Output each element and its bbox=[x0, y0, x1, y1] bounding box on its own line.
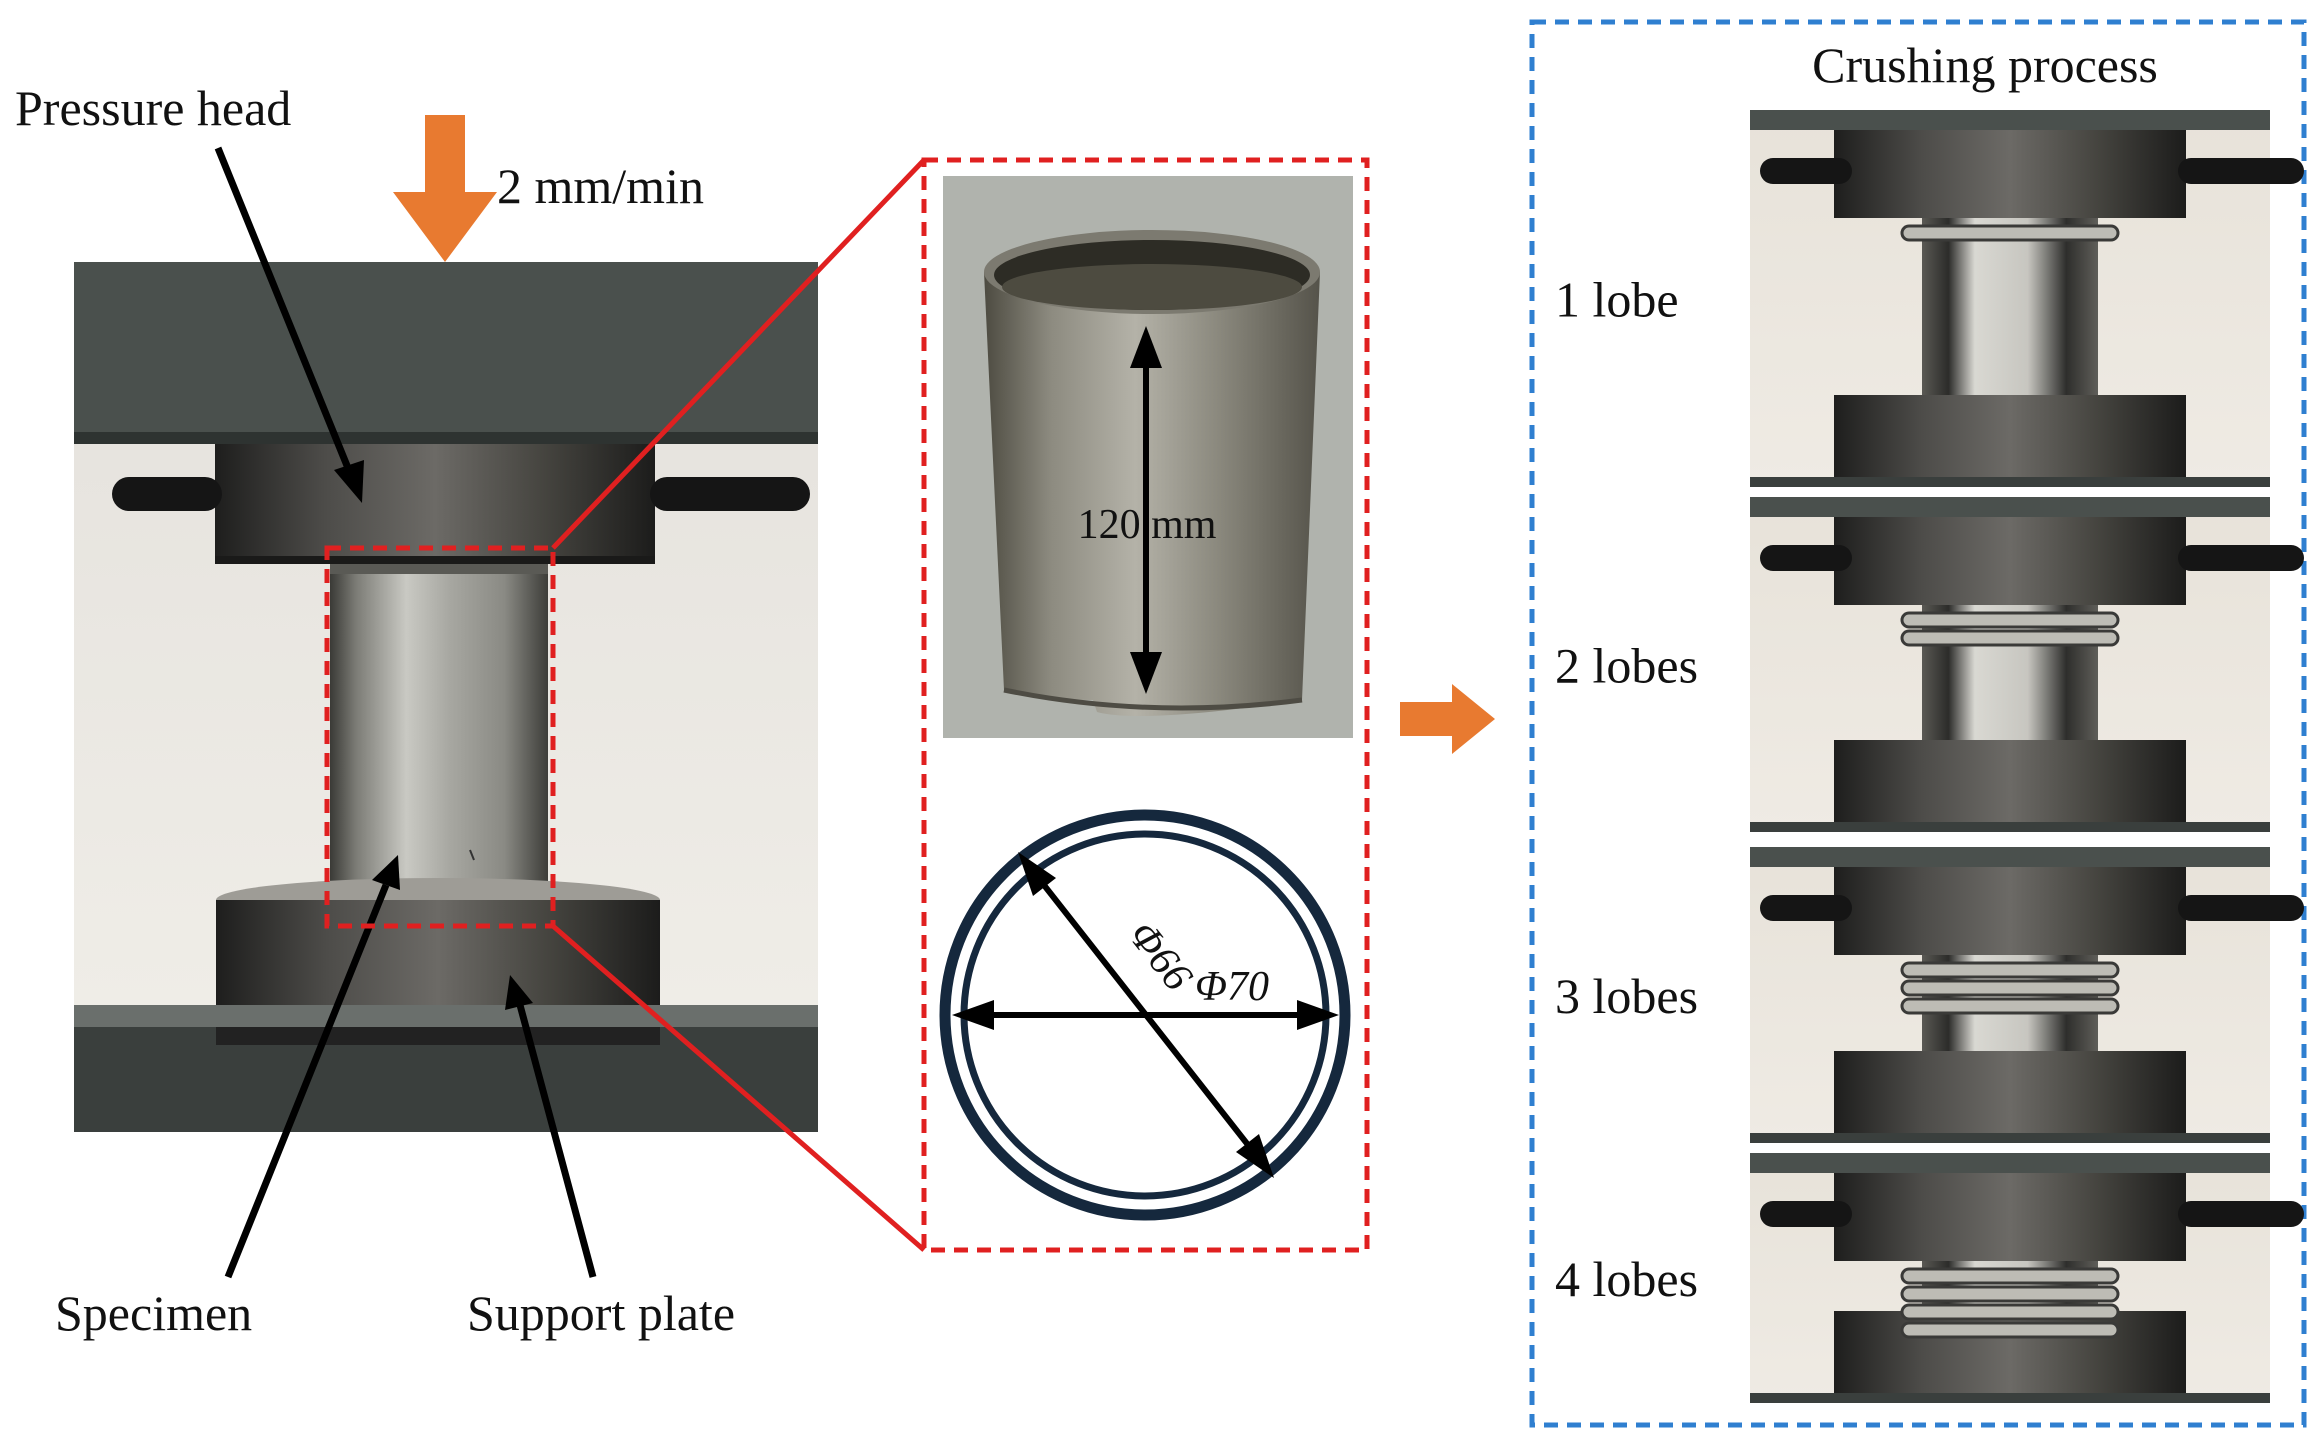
stage-pressure-head bbox=[1834, 517, 2186, 605]
stage-base bbox=[1750, 822, 2270, 832]
pressure-head-label: Pressure head bbox=[15, 80, 291, 136]
specimen-zoom-box bbox=[324, 545, 556, 929]
zoom-connector-bottom bbox=[551, 924, 926, 1252]
cup-body bbox=[984, 272, 1320, 716]
machine-base bbox=[74, 1005, 818, 1027]
outer-diameter-arrow-right bbox=[1297, 1000, 1339, 1030]
support-plate-leader-tip bbox=[505, 975, 533, 1010]
test-setup-photo bbox=[74, 262, 818, 1132]
support-plate-leader bbox=[516, 1004, 597, 1278]
stage-panel-1 bbox=[1750, 110, 2304, 487]
stage-handle-right bbox=[2178, 1201, 2304, 1227]
stage-support-plate bbox=[1834, 395, 2186, 479]
stage-panel-4 bbox=[1750, 1153, 2304, 1403]
stage-handle-right bbox=[2178, 545, 2304, 571]
stage-fold bbox=[1900, 1285, 2120, 1303]
stage-support-plate bbox=[1834, 1051, 2186, 1135]
stage-fold bbox=[1900, 1321, 2120, 1339]
stage-fold bbox=[1900, 961, 2120, 979]
specimen-tube bbox=[330, 564, 548, 904]
height-arrow-top bbox=[1130, 326, 1162, 368]
specimen-label: Specimen bbox=[55, 1285, 252, 1341]
stage-specimen bbox=[1922, 218, 2098, 395]
stage-panel-2 bbox=[1750, 497, 2304, 832]
stage-crosshead bbox=[1750, 847, 2270, 867]
stage-handle-left bbox=[1760, 1201, 1852, 1227]
stage-label: 2 lobes bbox=[1555, 638, 1698, 694]
stage-handle-left bbox=[1760, 895, 1852, 921]
stage-fold bbox=[1900, 611, 2120, 629]
stage-fold bbox=[1900, 979, 2120, 997]
height-label: 120 mm bbox=[1078, 502, 1217, 548]
stage-panel-3 bbox=[1750, 847, 2304, 1143]
stage-pressure-head bbox=[1834, 1173, 2186, 1261]
stage-support-plate bbox=[1834, 740, 2186, 824]
stage-base bbox=[1750, 1393, 2270, 1403]
specimen-detail-box bbox=[921, 157, 1370, 1253]
loading-direction-arrow bbox=[393, 115, 497, 262]
stage-label: 4 lobes bbox=[1555, 1251, 1698, 1307]
zoom-connector-top bbox=[551, 158, 926, 550]
handle-right bbox=[650, 477, 810, 511]
stage-fold bbox=[1900, 629, 2120, 647]
specimen-leader-tip bbox=[372, 855, 400, 890]
stage-crosshead bbox=[1750, 110, 2270, 130]
inner-diameter-arrow-a bbox=[1018, 852, 1056, 896]
stage-label: 3 lobes bbox=[1555, 968, 1698, 1024]
pressure-head-leader-tip bbox=[334, 460, 364, 503]
stage-label: 1 lobe bbox=[1555, 272, 1679, 328]
process-arrow bbox=[1400, 684, 1495, 754]
pressure-head-leader bbox=[214, 146, 356, 480]
crushing-process-title: Crushing process bbox=[1812, 37, 2158, 93]
stage-pressure-head bbox=[1834, 130, 2186, 218]
pressure-head-block bbox=[215, 444, 655, 564]
handle-left bbox=[112, 477, 222, 511]
support-plate-label: Support plate bbox=[467, 1285, 735, 1341]
stage-handle-right bbox=[2178, 895, 2304, 921]
machine-crosshead bbox=[74, 262, 818, 444]
stage-crosshead bbox=[1750, 497, 2270, 517]
stage-base bbox=[1750, 477, 2270, 487]
stage-base bbox=[1750, 1133, 2270, 1143]
crushing-process-frame bbox=[1529, 19, 2307, 1428]
inner-diameter-label: Φ66 bbox=[1119, 913, 1201, 1000]
stage-handle-left bbox=[1760, 158, 1852, 184]
stage-fold bbox=[1900, 1267, 2120, 1285]
height-arrow-bottom bbox=[1130, 652, 1162, 694]
outer-ring bbox=[939, 809, 1351, 1221]
stage-fold bbox=[1900, 224, 2120, 242]
outer-diameter-label: Φ70 bbox=[1195, 964, 1269, 1010]
outer-diameter-arrow-left bbox=[952, 1000, 994, 1030]
inner-diameter-arrow-b bbox=[1236, 1134, 1274, 1178]
stage-fold bbox=[1900, 997, 2120, 1015]
stage-fold bbox=[1900, 1303, 2120, 1321]
specimen-leader bbox=[224, 883, 390, 1279]
stage-handle-left bbox=[1760, 545, 1852, 571]
speed-label: 2 mm/min bbox=[497, 158, 704, 214]
stage-pressure-head bbox=[1834, 867, 2186, 955]
crushing-stages: 1 lobe 2 lobes 3 lobes 4 lobes bbox=[1555, 110, 2304, 1403]
stage-crosshead bbox=[1750, 1153, 2270, 1173]
stage-handle-right bbox=[2178, 158, 2304, 184]
